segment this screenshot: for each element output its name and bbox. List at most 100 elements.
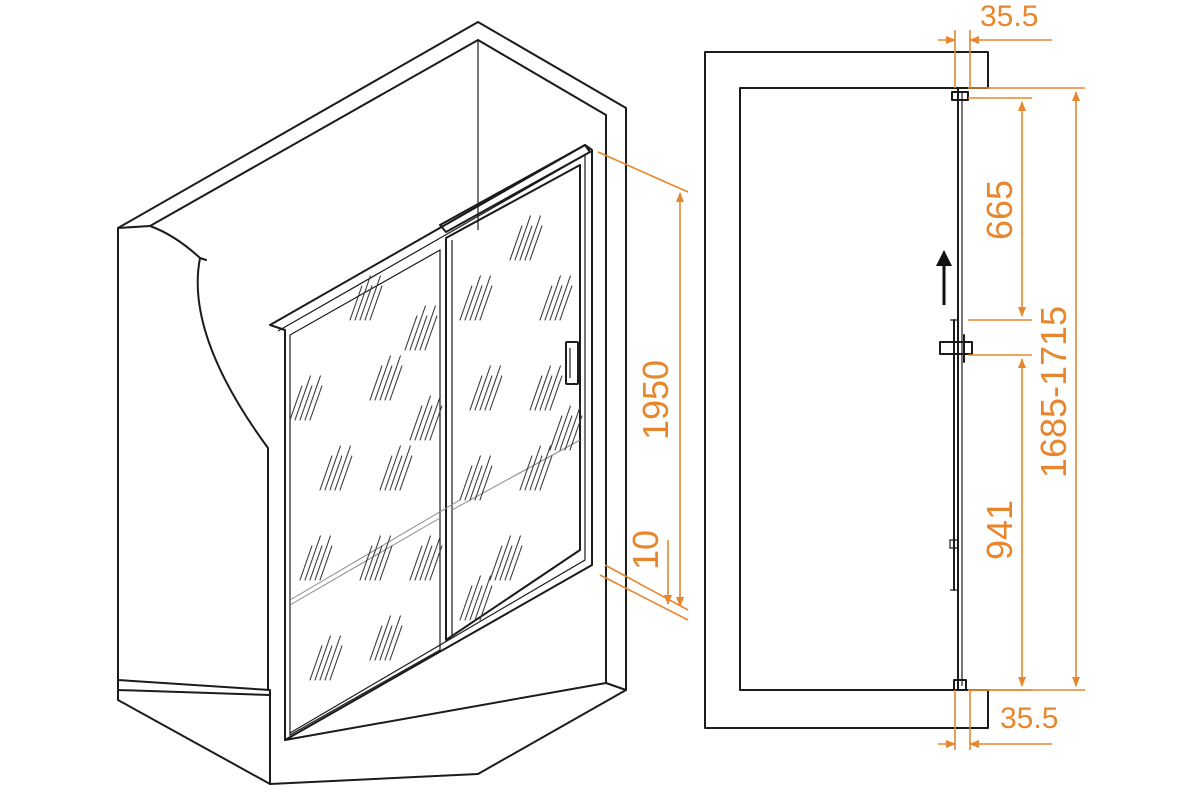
glass-hatch-stroke (419, 545, 433, 581)
glass-hatch-stroke (554, 275, 571, 321)
glass-hatch-stroke (429, 405, 443, 441)
dimension-35-5-top: 35.5 (938, 0, 1052, 88)
glass-hatch-stroke (369, 285, 383, 321)
glass-hatch-stroke (304, 375, 321, 421)
glass-hatch-stroke (499, 545, 513, 581)
glass-hatch-stroke (469, 585, 483, 621)
glass-hatch-stroke (399, 455, 413, 491)
glass-hatch-stroke (494, 535, 511, 581)
dimension-665: 665 (968, 97, 1032, 321)
fixed-panel (289, 248, 441, 737)
glass-hatch-stroke (379, 455, 393, 491)
glass-hatch-stroke (414, 395, 431, 441)
glass-hatch-stroke (479, 585, 493, 621)
glass-hatch-stroke (299, 385, 313, 421)
glass-hatch-stroke (429, 545, 443, 581)
glass-hatch-stroke (314, 635, 331, 681)
glass-hatch-stroke (379, 545, 393, 581)
glass-hatch-stroke (354, 275, 371, 321)
glass-hatch-stroke (389, 455, 403, 491)
glass-hatch-stroke (414, 315, 428, 351)
glass-hatch-stroke (564, 405, 581, 451)
dimension-35-5-bottom-label: 35.5 (1000, 702, 1058, 735)
glass-hatch-stroke (529, 225, 543, 261)
glass-hatch-stroke (369, 545, 383, 581)
glass-hatch-stroke (384, 445, 401, 491)
glass-hatch-stroke (409, 405, 423, 441)
glass-hatch-stroke (464, 455, 481, 501)
glass-hatch-stroke (549, 285, 563, 321)
glass-hatch-stroke (409, 305, 426, 351)
glass-hatch-stroke (309, 545, 323, 581)
glass-hatch-stroke (379, 365, 393, 401)
glass-hatch-stroke (529, 375, 543, 411)
glass-hatch-stroke (549, 375, 563, 411)
glass-hatch-stroke (544, 275, 561, 321)
dimension-1950-label: 1950 (635, 360, 676, 440)
glass-hatch-stroke (489, 375, 503, 411)
glass-hatch-stroke (519, 225, 533, 261)
glass-hatch-stroke (479, 375, 493, 411)
glass-hatch-stroke (314, 535, 331, 581)
glass-hatch-stroke (474, 575, 491, 621)
arrow-up-icon (936, 250, 952, 305)
door-frame-inner (277, 153, 586, 734)
glass-hatch-stroke (514, 215, 531, 261)
glass-hatch-stroke (394, 445, 411, 491)
glass-hatch-stroke (339, 455, 353, 491)
glass-hatch-stroke (374, 615, 391, 661)
glass-hatch-stroke (544, 365, 561, 411)
section-wall (704, 51, 989, 729)
top-fitting (951, 91, 969, 101)
glass-hatch-stroke (304, 535, 321, 581)
glass-hatch-stroke (474, 455, 491, 501)
glass-hatch-stroke (384, 355, 401, 401)
glass-hatch-stroke (289, 385, 303, 421)
glass-hatch-stroke (459, 585, 473, 621)
glass-hatch-stroke (369, 625, 383, 661)
curved-wall-inner (117, 225, 151, 229)
glass-hatch-stroke (389, 625, 403, 661)
dimension-1950: 1950 (597, 151, 689, 611)
glass-hatch-stroke (519, 455, 533, 491)
glass-hatch-stroke (364, 275, 381, 321)
glass-hatch-stroke (359, 285, 373, 321)
glass-hatch-stroke (369, 365, 383, 401)
glass-hatch-stroke (539, 375, 553, 411)
glass-hatch-stroke (509, 545, 523, 581)
dimension-10-label: 10 (625, 530, 666, 570)
glass-hatch-stroke (524, 215, 541, 261)
glass-hatch-stroke (379, 625, 393, 661)
glass-hatch-stroke (309, 645, 323, 681)
right-wall-face (605, 114, 627, 691)
glass-hatch-stroke (469, 285, 483, 321)
glass-hatch-stroke (569, 415, 583, 451)
glass-hatch-stroke (534, 365, 551, 411)
dimension-941-label: 941 (979, 500, 1020, 560)
glass-hatch-stroke (329, 645, 343, 681)
dimension-665-label: 665 (979, 180, 1020, 240)
glass-hatch-stroke (364, 535, 381, 581)
glass-hatch-stroke (459, 285, 473, 321)
glass-hatch-stroke (324, 445, 341, 491)
glass-hatch-stroke (559, 285, 573, 321)
glass-hatch-stroke (534, 445, 551, 491)
glass-hatch-stroke (404, 315, 418, 351)
glass-hatch-stroke (389, 365, 403, 401)
glass-hatch-stroke (489, 545, 503, 581)
base-plinth (117, 679, 271, 785)
handle-section (939, 319, 973, 591)
glass-hatch-stroke (474, 275, 491, 321)
niche-top-rim (149, 39, 607, 227)
bottom-fitting (953, 679, 967, 691)
section-view: 35.5 35.5 665 941 168 (704, 0, 1085, 750)
glass-hatch-stroke (319, 645, 333, 681)
glass-hatch-stroke (504, 535, 521, 581)
glass-hatch-stroke (484, 365, 501, 411)
glass-hatch-stroke (334, 445, 351, 491)
glass-hatch-stroke (329, 455, 343, 491)
glass-hatch-stroke (554, 405, 571, 451)
glass-hatch-stroke (539, 285, 553, 321)
glass-hatch-stroke (529, 455, 543, 491)
